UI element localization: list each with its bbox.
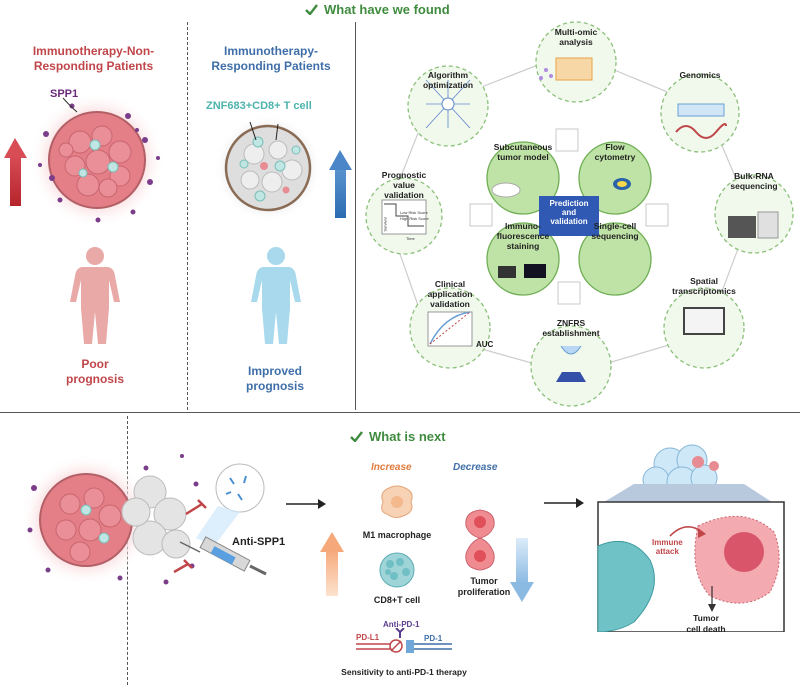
bottom-header-label: What is next <box>369 428 446 444</box>
km-legend-high: High Risk Score <box>400 216 429 221</box>
outer-bulkrna: Bulk-RNA sequencing <box>730 171 778 191</box>
inner-singlecell: Single-cell sequencing <box>591 221 639 241</box>
responder-person <box>251 247 301 344</box>
responder-tumor <box>214 114 352 222</box>
spp1-label: SPP1 <box>50 88 79 100</box>
increase-label: Increase <box>371 462 412 473</box>
poor-prognosis: Poor prognosis <box>65 357 124 386</box>
outer-spatial: Spatial transcriptomics <box>672 276 736 296</box>
km-legend-low: Low Risk Score <box>400 210 428 215</box>
znf683-label: ZNF683+CD8+ T cell <box>206 100 312 112</box>
outer-genomics: Genomics <box>679 70 721 80</box>
immune-attack-panel <box>597 444 785 632</box>
anti-pd1-label: Anti-PD-1 <box>383 620 420 629</box>
m1-label: M1 macrophage <box>362 530 432 540</box>
top-header-label: What have we found <box>324 1 450 17</box>
cd8-label: CD8+T cell <box>373 595 421 605</box>
km-axis-x: Time <box>406 236 415 241</box>
pd1-blockade-icon <box>356 628 452 653</box>
km-axis-y: Survival <box>382 217 388 232</box>
check-icon <box>305 3 318 15</box>
outer-algorithm: Algorithm optimization <box>422 70 474 90</box>
tumor-death-label: Tumor cell death <box>686 613 726 634</box>
inner-immuno: Immuno- fluorescence staining <box>496 221 550 251</box>
arrow-right-2 <box>544 498 584 508</box>
increase-arrow <box>320 532 344 596</box>
sensitivity-label: Sensitivity to anti-PD-1 therapy <box>341 667 467 677</box>
divider-dotted-top <box>187 22 188 410</box>
anti-spp1-label: Anti-SPP1 <box>232 536 286 548</box>
treated-tumor <box>20 454 267 586</box>
divider-horizontal <box>0 412 800 413</box>
nonresponder-title: Immunotherapy-Non- Responding Patients <box>32 44 155 73</box>
decrease-arrow <box>510 538 534 602</box>
outer-multiomic: Multi-omic analysis <box>554 27 598 47</box>
outer-znfrs: ZNFRS establishment <box>542 318 600 338</box>
inner-subcutaneous: Subcutaneous tumor model <box>493 142 553 162</box>
top-header: What have we found <box>305 1 495 17</box>
outer-clinical: Clinical application validation <box>427 279 473 309</box>
bottom-header: What is next <box>350 428 500 444</box>
decrease-label: Decrease <box>453 462 498 473</box>
outer-prognostic: Prognostic value validation <box>381 170 427 200</box>
divider-solid-top <box>355 22 356 410</box>
check-icon <box>350 430 363 442</box>
responder-title: Immunotherapy- Responding Patients <box>211 44 331 73</box>
auc-label: AUC <box>476 340 494 349</box>
m1-macrophage-icon <box>381 485 413 519</box>
pd1-label: PD-1 <box>424 634 443 643</box>
arrow-right-1 <box>286 499 326 509</box>
improved-prognosis: Improved prognosis <box>245 364 304 393</box>
tumor-prolif-label: Tumor proliferation <box>457 576 511 597</box>
pdl1-label: PD-L1 <box>356 633 380 642</box>
wheel-center-label: Prediction and validation <box>549 199 589 226</box>
cd8-cell-icon <box>379 552 415 588</box>
nonresponder-person <box>70 247 120 344</box>
inner-flow: Flow cytometry <box>594 142 636 162</box>
tumor-proliferation-icon <box>465 509 495 571</box>
immune-attack-label: Immune attack <box>652 538 683 556</box>
nonresponder-tumor <box>4 92 165 228</box>
validation-wheel <box>365 21 794 407</box>
